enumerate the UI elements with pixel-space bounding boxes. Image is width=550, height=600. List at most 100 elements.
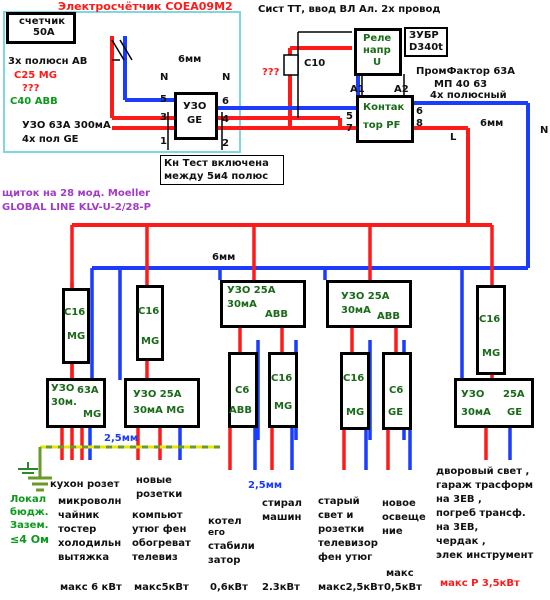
uzo-pin-6: 6 <box>222 96 229 107</box>
load-yard-l1: дворовый свет , <box>436 466 530 477</box>
breaker-2: C16 MG <box>136 285 164 361</box>
system-note: Сист ТТ, ввод ВЛ Ал. 2х провод <box>258 4 441 15</box>
load-newlight-l2: освеще <box>382 512 426 523</box>
rcd-1: УЗО 63A 30м. MG <box>46 378 106 428</box>
breaker-7-l1: C16 <box>479 314 501 325</box>
load-yard-l3: на 3ЕВ , <box>436 494 482 505</box>
bus-6mm-label: 6мм <box>212 252 236 263</box>
load-kitchen-l4: холодильн <box>58 538 122 549</box>
breaker-6-l2: GE <box>388 407 404 418</box>
rcd-3: УЗО 25А 30мА ABB <box>220 280 306 328</box>
breaker-c25: C25 MG <box>14 70 57 81</box>
uzo-pin-1: 1 <box>160 136 167 147</box>
rcd-1-l1b: 63A <box>77 385 99 396</box>
load-kitchen-l2: чайник <box>58 510 100 521</box>
wire-6mm-right: 6мм <box>480 118 504 129</box>
rcd-3-l1: УЗО 25А <box>227 285 276 296</box>
promfactor-l1: ПромФактор 63А <box>416 66 515 77</box>
breaker-5: C16 MG <box>340 352 370 430</box>
breaker-2-l1: C16 <box>138 306 160 317</box>
ground-l1: Локал <box>10 494 47 505</box>
load-boiler-l3: стабили <box>208 541 255 552</box>
load-boiler-l4: затор <box>208 555 241 566</box>
uzo-ge-l1: УЗО <box>183 101 207 112</box>
uzo-ge-main: УЗО GE <box>174 92 218 140</box>
ground-l4: ≤4 Ом <box>10 533 50 546</box>
breaker-desc: 3х полюсн АВ <box>8 56 88 67</box>
rcd-5-l1b: 25A <box>503 389 525 400</box>
breaker-4-l2: MG <box>274 401 293 412</box>
total-newlight-l2: 0,5кВт <box>384 582 422 593</box>
rcd-1-l2: 30м. <box>51 397 77 408</box>
wire-6mm-label: 6мм <box>178 54 202 65</box>
breaker-7-l2: MG <box>482 348 501 359</box>
test-note: Кн Тест включена между 5и4 полюс <box>160 155 284 185</box>
load-oldlight-l4: телевизор <box>318 538 378 549</box>
load-boiler-l1: котел <box>208 516 242 527</box>
rcd-2-l2: 30мА MG <box>133 405 185 416</box>
load-kitchen-title: кухон розет <box>50 479 120 490</box>
breaker-6: C6 GE <box>382 352 412 430</box>
load-kitchen-l5: вытяжка <box>58 552 110 563</box>
l-label: L <box>450 132 457 143</box>
breaker-5-l2: MG <box>346 407 365 418</box>
promfactor-l3: 4х полюсный <box>430 90 507 101</box>
load-yard-l7: элек инструмент <box>436 550 534 561</box>
uzo-pin-5: 5 <box>160 94 167 105</box>
total-newlight-l1: макс <box>386 568 414 579</box>
uzo-main-label: УЗО 63А 300мА <box>22 120 111 131</box>
load-washer-l1: стирал <box>262 498 302 509</box>
rcd-3-l2: 30мА <box>227 299 257 310</box>
rcd-4-l1: УЗО 25А <box>341 291 390 302</box>
contactor-pin-8: 8 <box>416 118 423 129</box>
rcd-1-l3: MG <box>83 409 102 420</box>
uzo-main-label-2: 4х пол GE <box>22 134 79 145</box>
total-washer: 2.3кВт <box>262 582 300 593</box>
promfactor-l2: МП 40 63 <box>434 79 488 90</box>
breaker-3-l1: C6 <box>235 385 250 396</box>
ground-l2: бюдж. <box>10 507 49 518</box>
breaker-1: C16 MG <box>62 288 90 364</box>
breaker-4-l1: C16 <box>271 373 293 384</box>
zubr-l1: ЗУБР <box>409 30 439 41</box>
breaker-c40: C40 ABB <box>10 96 58 107</box>
total-sockets: макс5кВт <box>134 582 189 593</box>
total-kitchen: макс 6 кВт <box>60 582 122 593</box>
panel-note-2: GLOBAL LINE KLV-U-2/28-P <box>2 202 151 213</box>
meter-box: счетчик 50A <box>6 12 76 44</box>
panel-note-1: щиток на 28 мод. Moeller <box>2 188 151 199</box>
zubr-l2: D340t <box>409 42 443 53</box>
meter-amps: 50A <box>33 27 55 38</box>
relay-l3: U <box>373 57 382 68</box>
ground-l3: Зазем. <box>10 520 49 531</box>
contactor-pin-5: 5 <box>346 111 353 122</box>
test-note-l1: Кн Тест включена <box>164 158 269 169</box>
uzo-ge-l2: GE <box>187 115 203 126</box>
c10-question: ??? <box>262 67 280 78</box>
breaker-5-l1: C16 <box>343 373 365 384</box>
load-computer-l3: обогреват <box>132 538 191 549</box>
total-boiler: 0,6кВт <box>210 582 248 593</box>
load-oldlight-l5: фен утюг <box>318 552 373 563</box>
total-oldlight: макс2,5кВт <box>318 582 384 593</box>
n-label: N <box>540 125 549 136</box>
contactor-pin-6: 6 <box>416 106 423 117</box>
uzo-pin-n-right: N <box>222 72 231 83</box>
uzo-pin-3: 3 <box>160 112 167 123</box>
wire-25mm-mid: 2,5мм <box>248 480 283 491</box>
load-newlight-l1: новое <box>382 498 416 509</box>
ground-icon <box>18 462 38 476</box>
breaker-3-l2: ABB <box>229 405 252 416</box>
c10-label: C10 <box>304 58 326 69</box>
relay-l2: напр <box>363 45 391 56</box>
a1-label: A1 <box>350 84 365 95</box>
load-kitchen-l1: микроволн <box>58 496 122 507</box>
test-note-l2: между 5и4 полюс <box>164 171 269 182</box>
breaker-1-l2: MG <box>67 331 86 342</box>
load-oldlight-l2: свет и <box>318 510 354 521</box>
neutral-wires-top <box>123 36 530 268</box>
load-new-sockets-l2: розетки <box>136 489 183 500</box>
rcd-4-l2: 30мА <box>341 305 371 316</box>
load-newlight-l3: ние <box>382 526 403 537</box>
load-yard-l5: на 3ЕВ, <box>436 522 479 533</box>
